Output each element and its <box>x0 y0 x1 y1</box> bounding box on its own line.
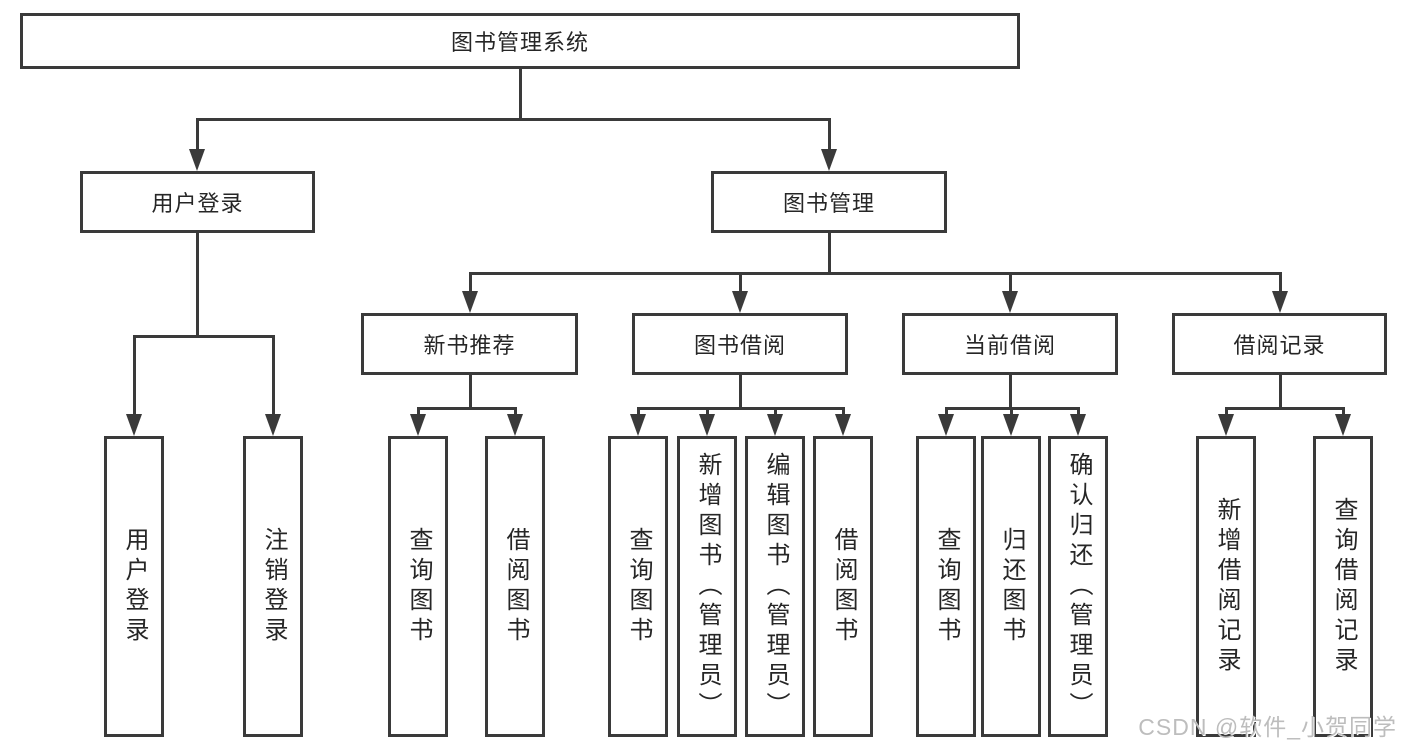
arrow-down-icon <box>835 414 851 436</box>
arrow-down-icon <box>1272 291 1288 313</box>
leaf-borrow-add-book-admin: 新增图书（管理员） <box>677 436 737 737</box>
leaf-borrow-query-book: 查询图书 <box>608 436 668 737</box>
leaf-record-query: 查询借阅记录 <box>1313 436 1373 737</box>
connector-line <box>1008 375 1012 407</box>
node-book-borrow: 图书借阅 <box>632 313 848 375</box>
leaf-current-confirm-return-admin: 确认归还（管理员） <box>1048 436 1108 737</box>
connector-line <box>132 335 136 416</box>
connector-line <box>705 407 709 416</box>
csdn-watermark: CSDN @软件_小贺同学 <box>1138 714 1397 740</box>
leaf-user-login-label: 用户登录 <box>121 526 148 647</box>
arrow-down-icon <box>821 149 837 171</box>
connector-line <box>1008 272 1012 293</box>
connector-line <box>271 335 275 416</box>
leaf-borrow-borrow-book-label: 借阅图书 <box>830 526 857 647</box>
connector-line <box>195 118 831 121</box>
connector-line <box>827 118 831 152</box>
node-user-login-label: 用户登录 <box>151 191 244 216</box>
leaf-record-query-label: 查询借阅记录 <box>1330 496 1357 677</box>
node-book-management-label: 图书管理 <box>782 191 875 216</box>
leaf-current-query-book: 查询图书 <box>916 436 976 737</box>
leaf-current-query-book-label: 查询图书 <box>933 526 960 647</box>
leaf-recommend-query-book-label: 查询图书 <box>405 526 432 647</box>
node-borrow-record-label: 借阅记录 <box>1233 333 1326 358</box>
arrow-down-icon <box>732 291 748 313</box>
node-new-book-recommend: 新书推荐 <box>361 313 578 375</box>
leaf-logout: 注销登录 <box>243 436 303 737</box>
node-new-book-recommend-label: 新书推荐 <box>423 333 516 358</box>
connector-line <box>513 407 517 416</box>
connector-line <box>738 375 742 407</box>
connector-line <box>1224 407 1345 410</box>
connector-line <box>195 233 199 335</box>
leaf-current-confirm-return-admin-label: 确认归还（管理员） <box>1065 451 1092 722</box>
leaf-current-return-book-label: 归还图书 <box>998 526 1025 647</box>
connector-line <box>1278 375 1282 407</box>
leaf-borrow-borrow-book: 借阅图书 <box>813 436 873 737</box>
node-book-borrow-label: 图书借阅 <box>693 333 786 358</box>
connector-line <box>468 375 472 407</box>
arrow-down-icon <box>1335 414 1351 436</box>
arrow-down-icon <box>189 149 205 171</box>
leaf-record-add: 新增借阅记录 <box>1196 436 1256 737</box>
arrow-down-icon <box>507 414 523 436</box>
leaf-recommend-query-book: 查询图书 <box>388 436 448 737</box>
connector-line <box>944 407 948 416</box>
leaf-current-return-book: 归还图书 <box>981 436 1041 737</box>
leaf-borrow-add-book-admin-label: 新增图书（管理员） <box>694 451 721 722</box>
connector-line <box>827 233 831 272</box>
connector-line <box>1224 407 1228 416</box>
leaf-borrow-query-book-label: 查询图书 <box>625 526 652 647</box>
arrow-down-icon <box>126 414 142 436</box>
connector-line <box>841 407 845 416</box>
connector-line <box>738 272 742 293</box>
arrow-down-icon <box>938 414 954 436</box>
node-user-login: 用户登录 <box>80 171 315 233</box>
leaf-recommend-borrow-book-label: 借阅图书 <box>502 526 529 647</box>
connector-line <box>773 407 777 416</box>
node-borrow-record: 借阅记录 <box>1172 313 1387 375</box>
connector-line <box>636 407 640 416</box>
node-root-label: 图书管理系统 <box>450 30 589 55</box>
leaf-record-add-label: 新增借阅记录 <box>1213 496 1240 677</box>
leaf-recommend-borrow-book: 借阅图书 <box>485 436 545 737</box>
arrow-down-icon <box>410 414 426 436</box>
connector-line <box>132 335 275 338</box>
leaf-logout-label: 注销登录 <box>260 526 287 647</box>
connector-line <box>468 272 472 293</box>
connector-line <box>1341 407 1345 416</box>
node-current-borrow-label: 当前借阅 <box>963 333 1056 358</box>
leaf-borrow-edit-book-admin-label: 编辑图书（管理员） <box>762 451 789 722</box>
arrow-down-icon <box>265 414 281 436</box>
connector-line <box>636 407 845 410</box>
arrow-down-icon <box>1218 414 1234 436</box>
leaf-user-login: 用户登录 <box>104 436 164 737</box>
arrow-down-icon <box>1002 291 1018 313</box>
connector-line <box>1278 272 1282 293</box>
connector-line <box>416 407 420 416</box>
arrow-down-icon <box>462 291 478 313</box>
connector-line <box>468 272 1282 275</box>
arrow-down-icon <box>767 414 783 436</box>
arrow-down-icon <box>699 414 715 436</box>
connector-line <box>1076 407 1080 416</box>
leaf-borrow-edit-book-admin: 编辑图书（管理员） <box>745 436 805 737</box>
connector-line <box>195 118 199 152</box>
node-root: 图书管理系统 <box>20 13 1020 69</box>
connector-line <box>416 407 517 410</box>
arrow-down-icon <box>1003 414 1019 436</box>
arrow-down-icon <box>1070 414 1086 436</box>
arrow-down-icon <box>630 414 646 436</box>
connector-line <box>518 68 522 118</box>
connector-line <box>1009 407 1013 416</box>
node-current-borrow: 当前借阅 <box>902 313 1118 375</box>
node-book-management: 图书管理 <box>711 171 947 233</box>
